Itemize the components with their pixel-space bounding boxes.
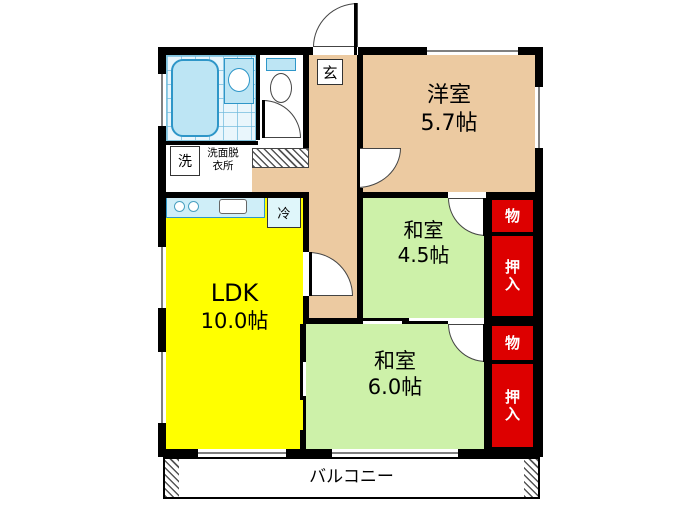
bathtub [171,59,219,137]
sliding-door-line [303,396,306,434]
wall-western-bottom-right [486,192,535,198]
kitchen-sink [219,199,247,214]
closet-oshiire-lower: 押入 [490,362,535,449]
stove-burner [174,201,185,212]
entrance-doorway [313,47,358,55]
window-japanese60-balcony [330,449,460,457]
japanese45-doorway [448,192,486,198]
toilet-door-leaf [262,100,265,138]
room-western-size: 5.7帖 [420,110,478,136]
room-ldk-label: LDK 10.0帖 [166,278,303,334]
vanity-basin [228,68,250,92]
wall-closet-front-upper [484,198,490,318]
wall-japanese60-top-left [303,318,363,324]
balcony-hatch-right [524,459,538,497]
wall-ldk-hall-lower [303,296,309,324]
room-ldk-floor [166,192,303,449]
closet-label: 押入 [503,388,521,423]
closet-label: 物 [503,334,521,352]
room-japanese45-label: 和室 4.5帖 [363,218,484,268]
room-western-label: 洋室 5.7帖 [363,82,535,137]
stove-burner [188,201,199,212]
japanese60-doorway [448,318,484,324]
wall-ldk-top [166,192,309,198]
closet-storage-upper: 物 [490,198,535,234]
toilet-door-arc [263,100,301,138]
room-japanese60-size: 6.0帖 [367,375,423,400]
wall-right [535,47,543,457]
wall-bath-bottom [166,141,258,145]
room-western-name: 洋室 [426,83,471,108]
room-japanese60-name: 和室 [374,349,416,373]
balcony [163,457,540,499]
ldk-door-leaf [309,252,312,296]
wall-japanese60-top-right [484,318,535,324]
japanese60-door-leaf [483,324,486,362]
closet-label: 押入 [503,259,521,293]
toilet-tank [266,58,296,71]
window-western-top [425,47,520,55]
genkan-box: 玄 [317,59,343,85]
wall-hall-japanese45 [357,198,363,324]
sliding-door-line [402,321,448,324]
wall-closet-front-lower [484,324,490,449]
wall-ldk-japanese60-upper [300,324,306,362]
room-japanese60-label: 和室 6.0帖 [306,348,484,401]
room-japanese45-name: 和室 [403,218,444,242]
balcony-label: バルコニー [309,467,394,487]
wall-washroom-hall [303,55,309,148]
wall-ldk-hall-upper [303,198,309,252]
wall-ldk-japanese60-lower [300,430,306,449]
genkan-label: 玄 [322,63,338,82]
closet-oshiire-upper: 押入 [490,234,535,318]
japanese45-door-leaf [483,198,486,236]
window-washroom-left [158,72,166,128]
refrigerator-label: 冷 [277,206,291,222]
sliding-door-line [363,318,409,321]
washing-machine: 洗 [170,146,200,176]
window-ldk-left-lower [158,350,166,425]
closet-label: 物 [503,207,521,225]
room-japanese45-size: 4.5帖 [397,243,450,267]
window-ldk-balcony [196,449,288,457]
closet-storage-lower: 物 [490,324,535,362]
entrance-step-hatch [252,148,309,168]
wall-bath-toilet [256,55,260,140]
window-ldk-left-upper [158,245,166,310]
refrigerator: 冷 [267,196,301,228]
western-door-leaf [357,148,360,188]
washing-machine-label: 洗 [178,154,192,170]
sliding-door-line [300,362,303,400]
wall-hall-western [357,55,363,148]
wall-western-bottom-left [357,192,448,198]
room-ldk-name: LDK [210,279,259,307]
entrance-door-leaf [354,3,357,55]
toilet-bowl [270,73,292,103]
room-ldk-size: 10.0帖 [200,309,269,333]
washroom-label: 洗面脱衣所 [207,147,239,173]
balcony-hatch-left [165,459,179,497]
entrance-door-arc [313,3,358,47]
window-western-right [535,85,543,150]
